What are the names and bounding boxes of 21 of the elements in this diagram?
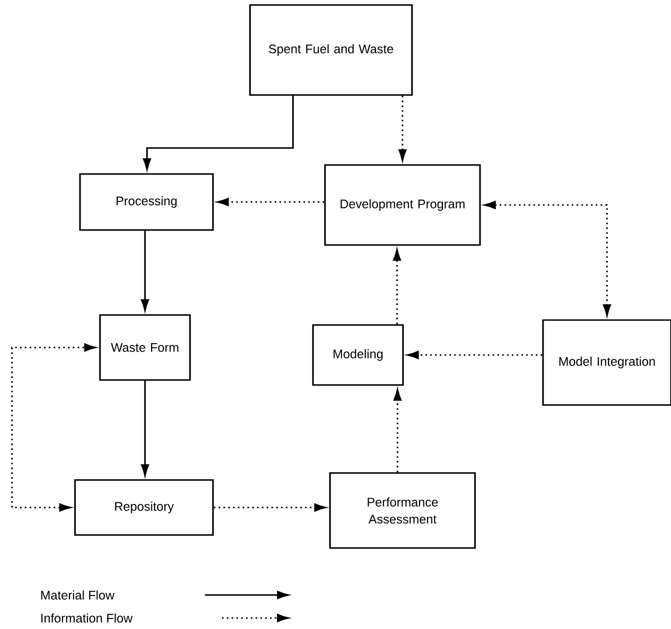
arrow	[140, 380, 150, 476]
process-box: Model Integration	[542, 319, 671, 406]
process-box: Processing	[79, 173, 214, 231]
arrow	[140, 230, 150, 311]
arrow	[484, 200, 612, 316]
arrow	[393, 389, 402, 472]
arrow	[214, 503, 326, 512]
process-box: Waste Form	[99, 314, 191, 381]
process-box: Development Program	[324, 164, 481, 246]
arrow	[398, 96, 407, 161]
legend-label: Material Flow	[41, 590, 115, 600]
arrow	[407, 350, 542, 360]
process-box: Spent Fuel and Waste	[249, 4, 413, 96]
arrow	[392, 249, 402, 324]
legend-label: Information Flow	[41, 613, 133, 623]
arrow	[217, 198, 324, 206]
process-box: Modeling	[312, 324, 404, 386]
process-box: Repository	[74, 479, 214, 536]
arrow	[11, 343, 96, 512]
process-box: Performance Assessment	[329, 472, 476, 549]
arrow	[142, 96, 294, 170]
